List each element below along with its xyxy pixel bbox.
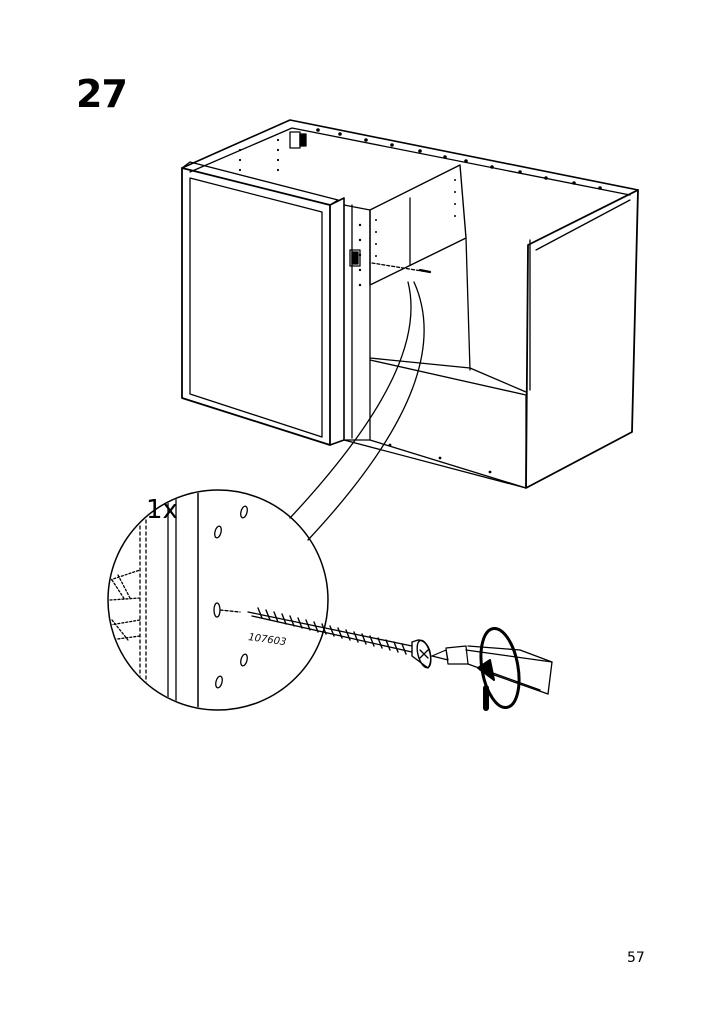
step-number: 27: [76, 72, 128, 116]
wood-screw-icon: [247, 607, 432, 669]
cabinet-illustration: [181, 119, 639, 489]
quantity-label: 1x: [146, 495, 178, 525]
callout-leader: [289, 281, 425, 541]
page-number: 57: [627, 950, 645, 966]
clockwise-rotation-arrow-icon: [477, 626, 521, 711]
part-number-label: 107603: [248, 632, 287, 648]
